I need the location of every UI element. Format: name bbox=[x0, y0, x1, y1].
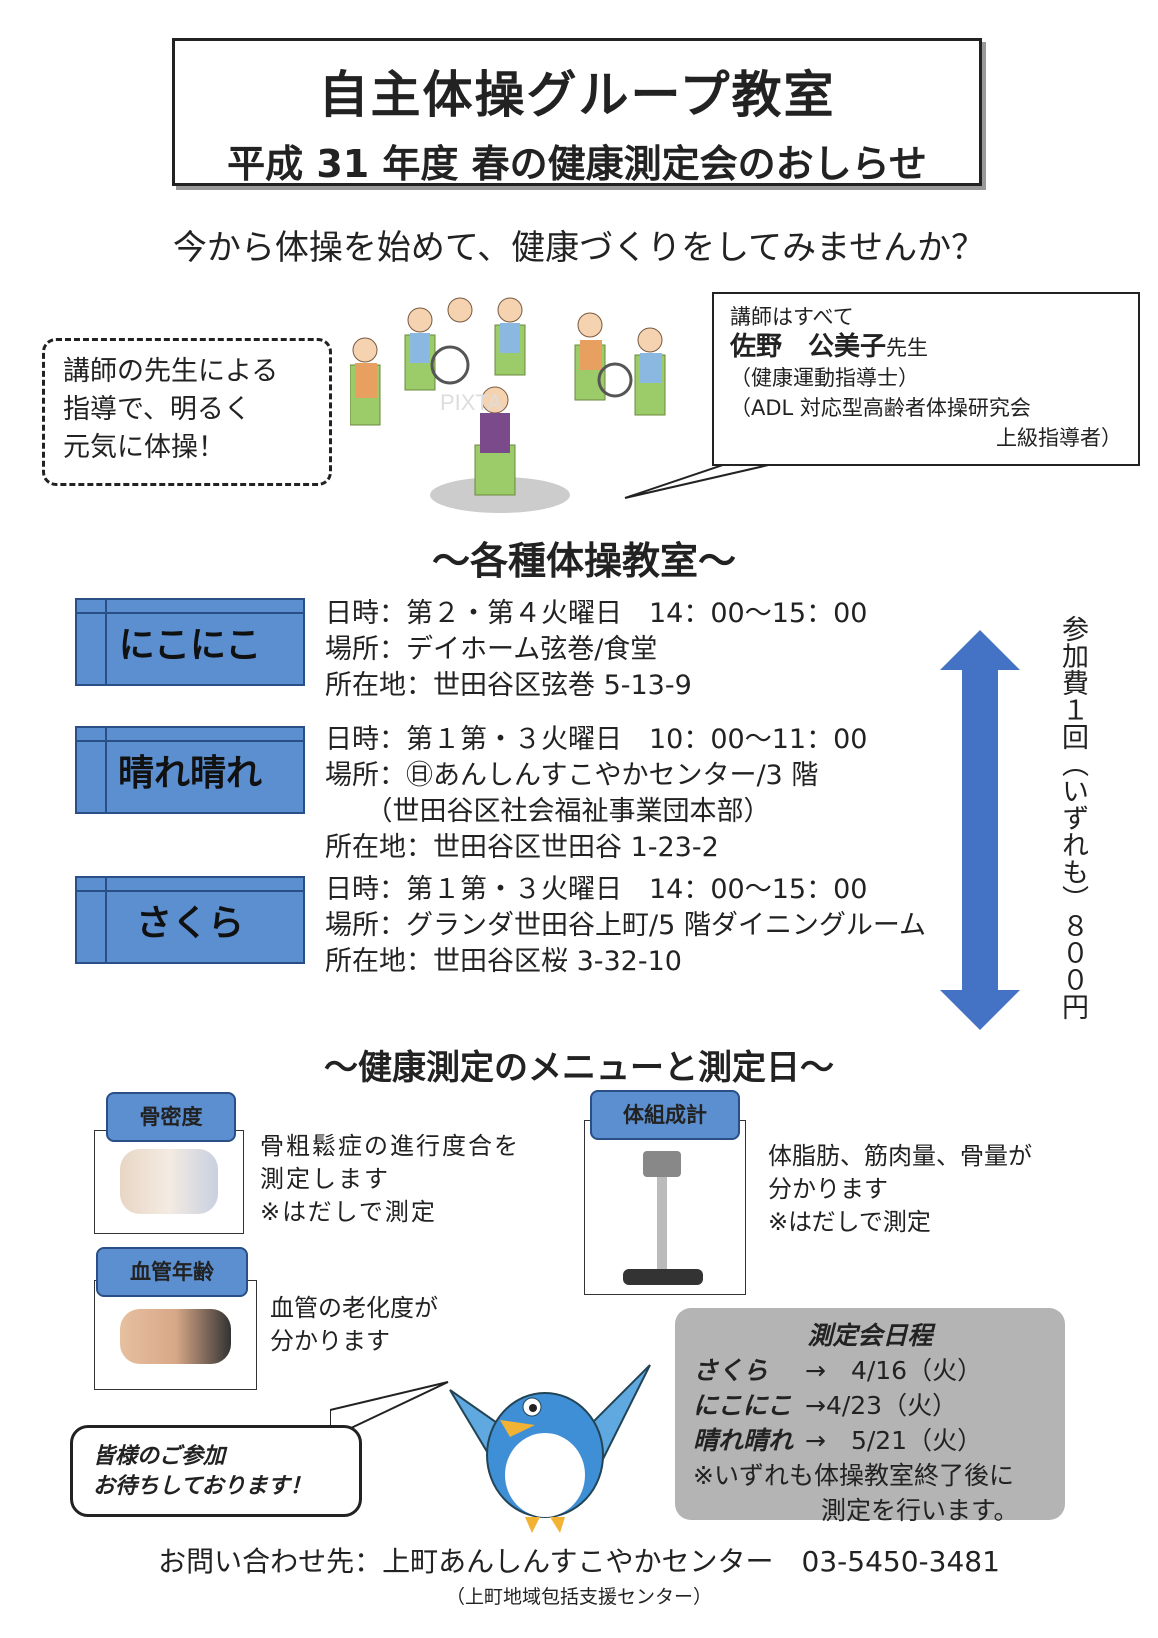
schedule-date: →4/23（火） bbox=[805, 1391, 958, 1420]
schedule-date: → 4/16（火） bbox=[805, 1356, 983, 1385]
sub-title: 平成 31 年度 春の健康測定会のおしらせ bbox=[227, 142, 927, 186]
class-info-nikoniko: 日時：第２・第４火曜日 14：00～15：00 場所：デイホーム弦巻/食堂 所在… bbox=[325, 596, 867, 704]
desc-line: 骨粗鬆症の進行度合を bbox=[260, 1132, 520, 1160]
bubble-tail bbox=[330, 1381, 449, 1440]
menu-heading: ～健康測定のメニューと測定日～ bbox=[324, 1048, 834, 1088]
info-line: 日時：第１第・３火曜日 14：00～15：00 bbox=[325, 874, 868, 905]
info-line: 所在地：世田谷区弦巻 5-13-9 bbox=[325, 670, 692, 701]
desc-line: 分かります bbox=[768, 1175, 888, 1203]
schedule-class: さくら bbox=[693, 1356, 769, 1385]
schedule-note: ※いずれも体操教室終了後に bbox=[693, 1461, 1014, 1490]
bird-mascot-illustration bbox=[449, 1364, 651, 1533]
contact-info: お問い合わせ先：上町あんしんすこやかセンター 03-5450-3481 bbox=[158, 1545, 1000, 1578]
callout-line: 講師の先生による bbox=[63, 356, 279, 387]
instructor-qualification: （ADL 対応型高齢者体操研究会 bbox=[730, 396, 1031, 420]
schedule-title: 測定会日程 bbox=[807, 1321, 933, 1350]
bone-density-photo bbox=[94, 1130, 244, 1234]
bubble-line: 皆様のご参加 bbox=[93, 1444, 226, 1469]
schedule-class: 晴れ晴れ bbox=[693, 1426, 794, 1455]
info-line: 所在地：世田谷区桜 3-32-10 bbox=[325, 946, 682, 977]
callout-line: 指導で、明るく bbox=[63, 394, 251, 425]
tag-vascular-age: 血管年齢 bbox=[96, 1247, 248, 1297]
instructor-suffix: 先生 bbox=[886, 336, 929, 360]
schedule-row: 晴れ晴れ → 5/21（火） bbox=[693, 1423, 1047, 1458]
callout-box: 講師の先生による 指導で、明るく 元気に体操！ bbox=[42, 338, 332, 486]
tag-body-composition: 体組成計 bbox=[590, 1090, 740, 1140]
body-composition-photo bbox=[584, 1120, 746, 1295]
exercise-group-illustration: PIXTA bbox=[350, 297, 666, 513]
classes-heading: ～各種体操教室～ bbox=[431, 539, 736, 583]
tag-bone-density: 骨密度 bbox=[106, 1092, 236, 1142]
vascular-age-desc: 血管の老化度が 分かります bbox=[270, 1292, 438, 1358]
instructor-name: 佐野 公美子 bbox=[730, 332, 887, 362]
watermark: PIXTA bbox=[440, 390, 502, 415]
info-line: 所在地：世田谷区世田谷 1-23-2 bbox=[325, 832, 719, 863]
desc-line: ※はだしで測定 bbox=[768, 1208, 931, 1236]
desc-line: 測定します bbox=[260, 1165, 390, 1193]
info-line: 場所：デイホーム弦巻/食堂 bbox=[325, 634, 658, 665]
schedule-box: 測定会日程 さくら → 4/16（火） にこにこ →4/23（火） 晴れ晴れ → 5/… bbox=[675, 1308, 1065, 1525]
desc-line: 分かります bbox=[270, 1327, 390, 1355]
double-arrow-icon bbox=[940, 630, 1020, 1030]
schedule-row: にこにこ →4/23（火） bbox=[693, 1388, 1047, 1423]
info-line: （世田谷区社会福祉事業団本部） bbox=[325, 796, 771, 827]
callout-line: 元気に体操！ bbox=[63, 432, 225, 463]
vascular-age-photo bbox=[94, 1280, 257, 1390]
instructor-qualification: （健康運動指導士） bbox=[730, 366, 919, 390]
class-label-nikoniko: にこにこ bbox=[75, 598, 305, 686]
contact-sub: （上町地域包括支援センター） bbox=[445, 1586, 712, 1608]
class-info-sakura: 日時：第１第・３火曜日 14：00～15：00 場所：グランダ世田谷上町/5 階… bbox=[325, 872, 926, 980]
info-line: 日時：第１第・３火曜日 10：00～11：00 bbox=[325, 724, 868, 755]
bubble-line: お待ちしております！ bbox=[93, 1474, 312, 1499]
desc-line: ※はだしで測定 bbox=[260, 1198, 437, 1226]
body-composition-desc: 体脂肪、筋肉量、骨量が 分かります ※はだしで測定 bbox=[768, 1140, 1032, 1239]
instructor-box: 講師はすべて 佐野 公美子先生 （健康運動指導士） （ADL 対応型高齢者体操研… bbox=[712, 292, 1140, 466]
desc-line: 血管の老化度が bbox=[270, 1294, 438, 1322]
class-label-sakura: さくら bbox=[75, 876, 305, 964]
desc-line: 体脂肪、筋肉量、骨量が bbox=[768, 1142, 1032, 1170]
lead-text: 今から体操を始めて、健康づくりをしてみませんか？ bbox=[172, 228, 986, 268]
class-label-harebare: 晴れ晴れ bbox=[75, 726, 305, 814]
class-info-harebare: 日時：第１第・３火曜日 10：00～11：00 場所：㊐あんしんすこやかセンター… bbox=[325, 722, 867, 866]
info-line: 場所：㊐あんしんすこやかセンター/3 階 bbox=[325, 760, 819, 791]
main-title: 自主体操グループ教室 bbox=[318, 66, 836, 124]
info-line: 場所：グランダ世田谷上町/5 階ダイニングルーム bbox=[325, 910, 927, 941]
info-line: 日時：第２・第４火曜日 14：00～15：00 bbox=[325, 598, 868, 629]
schedule-date: → 5/21（火） bbox=[805, 1426, 983, 1455]
instructor-qualification: 上級指導者） bbox=[996, 426, 1122, 450]
title-box: 自主体操グループ教室 平成 31 年度 春の健康測定会のおしらせ bbox=[172, 38, 982, 186]
instructor-intro: 講師はすべて bbox=[730, 305, 854, 329]
bone-density-desc: 骨粗鬆症の進行度合を 測定します ※はだしで測定 bbox=[260, 1130, 520, 1229]
schedule-row: さくら → 4/16（火） bbox=[693, 1353, 1047, 1388]
participation-fee: 参加費１回（いずれも）８００円 bbox=[1057, 615, 1088, 1020]
schedule-class: にこにこ bbox=[693, 1391, 793, 1420]
speech-bubble: 皆様のご参加 お待ちしております！ bbox=[70, 1425, 362, 1517]
schedule-note: 測定を行います。 bbox=[821, 1496, 1019, 1525]
